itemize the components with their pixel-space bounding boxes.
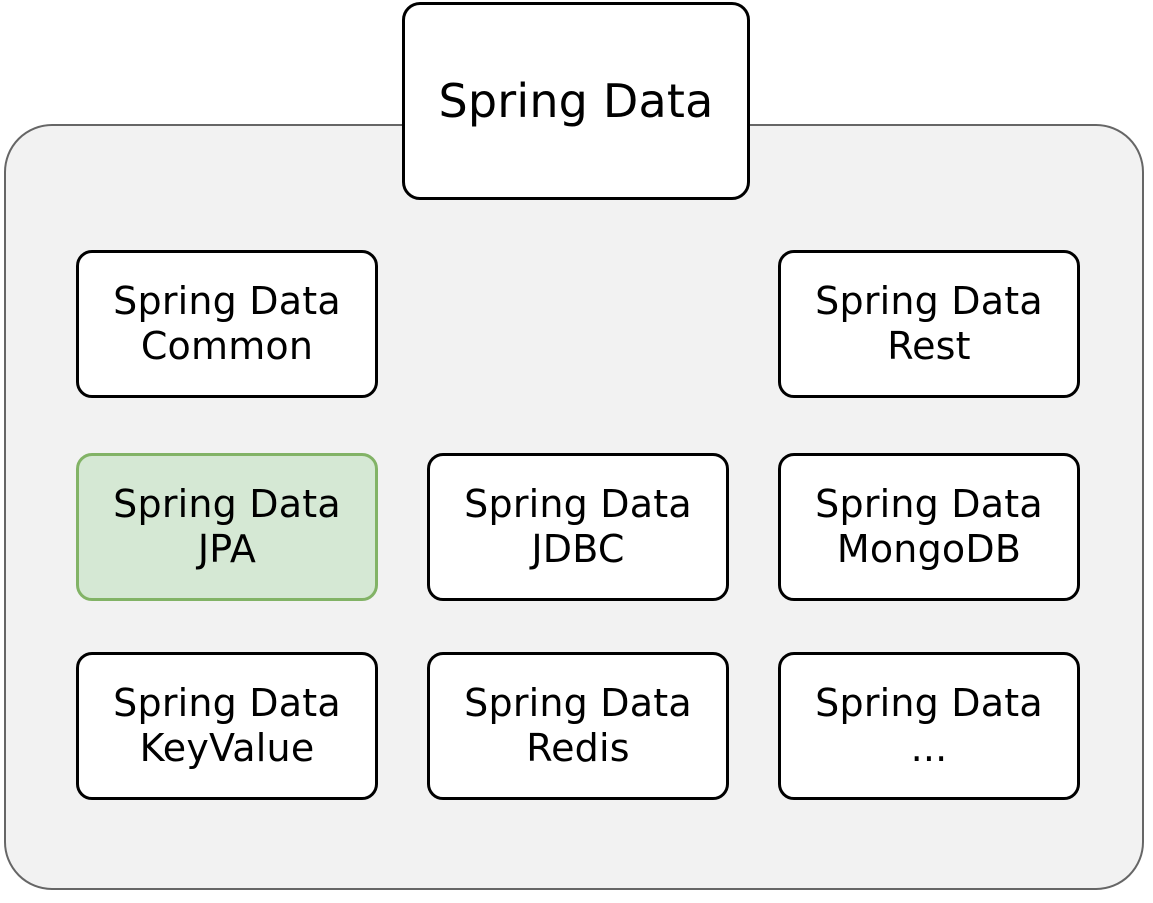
module-node-jdbc-label: Spring Data JDBC: [464, 482, 692, 571]
module-node-mongodb[interactable]: Spring Data MongoDB: [778, 453, 1080, 601]
module-node-more-label: Spring Data ...: [815, 681, 1043, 770]
module-node-mongodb-label: Spring Data MongoDB: [815, 482, 1043, 571]
module-node-common[interactable]: Spring Data Common: [76, 250, 378, 398]
module-node-jdbc[interactable]: Spring Data JDBC: [427, 453, 729, 601]
spring-data-root-node[interactable]: Spring Data: [402, 2, 750, 200]
module-node-redis[interactable]: Spring Data Redis: [427, 652, 729, 800]
module-node-common-label: Spring Data Common: [113, 279, 341, 368]
module-node-more[interactable]: Spring Data ...: [778, 652, 1080, 800]
module-node-rest[interactable]: Spring Data Rest: [778, 250, 1080, 398]
module-node-jpa-label: Spring Data JPA: [113, 482, 341, 571]
spring-data-root-node-label: Spring Data: [438, 73, 714, 128]
module-node-jpa[interactable]: Spring Data JPA: [76, 453, 378, 601]
module-node-redis-label: Spring Data Redis: [464, 681, 692, 770]
module-node-keyvalue[interactable]: Spring Data KeyValue: [76, 652, 378, 800]
module-node-rest-label: Spring Data Rest: [815, 279, 1043, 368]
module-node-keyvalue-label: Spring Data KeyValue: [113, 681, 341, 770]
